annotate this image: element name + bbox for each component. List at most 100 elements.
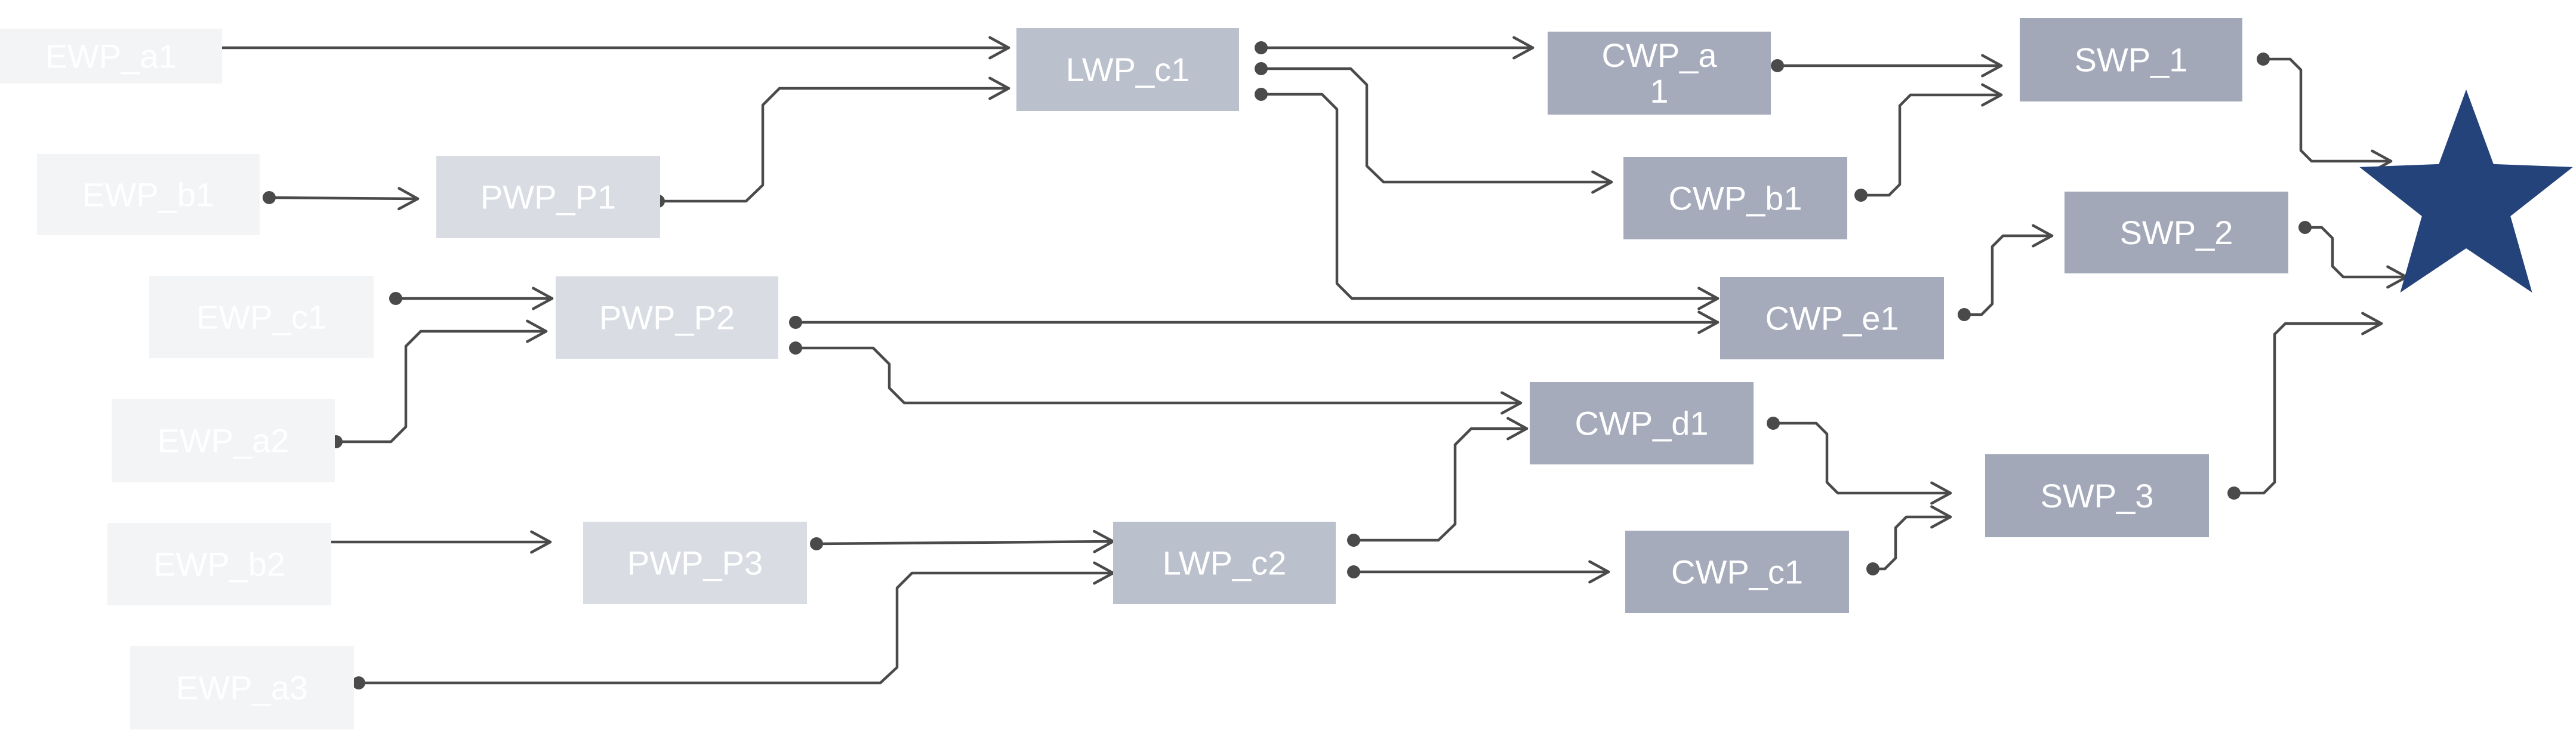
node-label: PWP_P2 bbox=[599, 299, 735, 337]
node-ewp_b2: EWP_b2 bbox=[107, 523, 331, 605]
node-box bbox=[583, 522, 807, 604]
arrowhead bbox=[530, 530, 552, 554]
connector-line bbox=[267, 196, 420, 201]
node-box bbox=[1623, 157, 1847, 239]
arrowhead bbox=[2361, 312, 2383, 335]
connector-start-dot bbox=[389, 292, 402, 305]
node-label: EWP_a2 bbox=[158, 422, 289, 460]
connector-cwp_b1-to-swp_1 bbox=[1854, 83, 2003, 202]
node-box bbox=[436, 156, 660, 238]
arrowhead bbox=[1697, 310, 1720, 334]
connector-start-dot bbox=[789, 316, 802, 329]
connector-start-dot bbox=[810, 537, 823, 550]
node-pwp_p3: PWP_P3 bbox=[583, 522, 807, 604]
node-box bbox=[37, 154, 260, 235]
node-label: EWP_b1 bbox=[82, 176, 214, 214]
node-pwp_p1: PWP_P1 bbox=[436, 156, 660, 238]
node-ewp_a2: EWP_a2 bbox=[112, 399, 335, 482]
node-ewp_a3: EWP_a3 bbox=[130, 646, 354, 729]
arrowhead bbox=[1981, 54, 2003, 78]
connector-pwp_p1-to-lwp_c1 bbox=[652, 76, 1010, 208]
node-label: CWP_e1 bbox=[1765, 300, 1899, 337]
star-icon bbox=[2359, 90, 2573, 293]
node-box bbox=[149, 276, 374, 358]
node-swp_1: SWP_1 bbox=[2020, 18, 2242, 101]
connector-swp_2-to-goal bbox=[2298, 221, 2408, 289]
arrowhead bbox=[1930, 481, 1952, 505]
node-label: CWP_b1 bbox=[1668, 180, 1802, 217]
node-box bbox=[1625, 531, 1849, 613]
arrowhead bbox=[1697, 287, 1720, 310]
arrowhead bbox=[1512, 36, 1534, 60]
arrowhead bbox=[2032, 224, 2054, 248]
node-box bbox=[1016, 28, 1239, 111]
node-lwp_c1: LWP_c1 bbox=[1016, 28, 1239, 111]
connector-swp_3-to-goal bbox=[2227, 312, 2383, 500]
connector-cwp_e1-to-swp_2 bbox=[1958, 224, 2054, 321]
connector-line bbox=[1259, 67, 1613, 184]
connector-start-dot bbox=[263, 191, 276, 204]
node-box bbox=[112, 399, 335, 482]
node-cwp_d1: CWP_d1 bbox=[1530, 382, 1754, 464]
node-ewp_a1: EWP_a1 bbox=[0, 29, 222, 84]
connector-line bbox=[2261, 57, 2393, 163]
connector-line bbox=[1962, 234, 2054, 316]
connector-lwp_c2-to-cwp_d1 bbox=[1347, 417, 1529, 547]
connector-line bbox=[334, 330, 548, 444]
connector-lwp_c2-to-cwp_c1 bbox=[1347, 560, 1610, 584]
node-label: LWP_c1 bbox=[1066, 51, 1190, 88]
connector-pwp_p2-to-cwp_e1 bbox=[789, 310, 1720, 334]
arrowhead bbox=[1588, 560, 1610, 584]
arrowhead bbox=[398, 187, 420, 211]
connector-ewp_c1-to-pwp_p2 bbox=[389, 287, 554, 310]
connector-cwp_a1-to-swp_1 bbox=[1771, 54, 2003, 78]
node-ewp_b1: EWP_b1 bbox=[37, 154, 260, 235]
connector-start-dot bbox=[1255, 62, 1268, 75]
connector-start-dot bbox=[1866, 562, 1879, 575]
connector-line bbox=[2232, 322, 2383, 495]
connector-line bbox=[657, 87, 1010, 203]
connector-start-dot bbox=[2227, 486, 2241, 500]
arrowhead bbox=[1500, 391, 1523, 415]
connector-start-dot bbox=[1958, 308, 1971, 321]
arrowhead bbox=[1591, 170, 1613, 194]
node-label: EWP_c1 bbox=[196, 298, 326, 336]
connector-line bbox=[1771, 421, 1952, 495]
connector-start-dot bbox=[1854, 189, 1868, 202]
connector-start-dot bbox=[352, 676, 365, 689]
connector-cwp_d1-to-swp_3 bbox=[1767, 417, 1952, 505]
node-box bbox=[2020, 18, 2242, 101]
connector-start-dot bbox=[1771, 59, 1784, 72]
node-box bbox=[1548, 32, 1771, 115]
node-box bbox=[0, 29, 222, 84]
connector-start-dot bbox=[2257, 53, 2270, 66]
node-box bbox=[130, 646, 354, 729]
node-box bbox=[2065, 192, 2288, 273]
node-box bbox=[1530, 382, 1754, 464]
arrowhead bbox=[532, 287, 554, 310]
node-ewp_c1: EWP_c1 bbox=[149, 276, 374, 358]
node-lwp_c2: LWP_c2 bbox=[1113, 522, 1336, 604]
node-box bbox=[107, 523, 331, 605]
connector-lwp_c1-to-cwp_e1 bbox=[1255, 88, 1720, 310]
connector-ewp_b1-to-pwp_p1 bbox=[263, 187, 420, 211]
node-label: LWP_c2 bbox=[1163, 544, 1286, 582]
node-cwp_e1: CWP_e1 bbox=[1720, 277, 1944, 359]
connector-start-dot bbox=[2298, 221, 2312, 234]
arrowhead bbox=[1981, 83, 2003, 107]
node-label: EWP_b2 bbox=[153, 546, 285, 583]
node-swp_2: SWP_2 bbox=[2065, 192, 2288, 273]
node-cwp_b1: CWP_b1 bbox=[1623, 157, 1847, 239]
connector-start-dot bbox=[789, 341, 802, 355]
arrowhead bbox=[988, 36, 1010, 60]
arrowhead bbox=[526, 319, 548, 343]
connector-line bbox=[815, 540, 1115, 546]
connector-swp_1-to-goal bbox=[2257, 53, 2393, 173]
node-box bbox=[1985, 454, 2209, 537]
connector-line bbox=[1871, 515, 1952, 571]
connector-start-dot bbox=[1767, 417, 1780, 430]
node-pwp_p2: PWP_P2 bbox=[556, 276, 778, 359]
